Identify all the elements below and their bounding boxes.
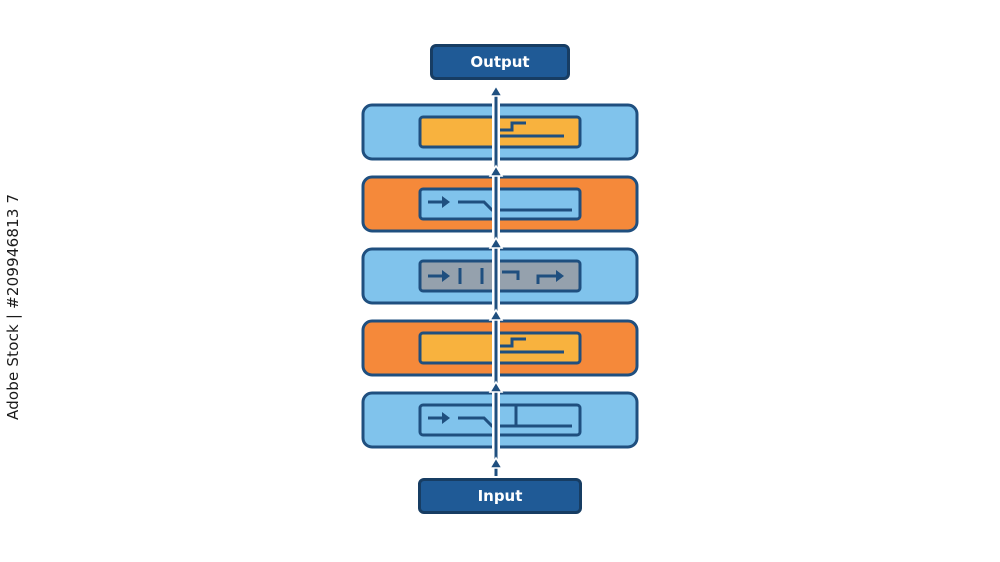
merge-icon (496, 121, 564, 138)
output-box: Output (430, 44, 570, 80)
up-arrow-head-6 (488, 456, 504, 469)
arrow-head (442, 270, 450, 282)
up-arrow-head-3 (488, 236, 504, 249)
right-arrow-head (556, 270, 564, 282)
double-arrow-icon (428, 268, 564, 284)
stock-watermark: Adobe Stock | #209946813 7 (4, 193, 22, 420)
merge-icon (496, 337, 564, 354)
up-arrow-head-4 (488, 308, 504, 321)
arrow-branch-icon (428, 196, 572, 212)
up-arrow-head-2 (488, 164, 504, 177)
branch-path (458, 416, 572, 428)
input-box: Input (418, 478, 582, 514)
input-label: Input (477, 487, 523, 505)
merge-path (496, 121, 526, 132)
arrow-branch-icon (428, 406, 572, 428)
up-arrow-head-5 (488, 380, 504, 393)
separator-lines (458, 268, 484, 284)
arrow-head (442, 412, 450, 424)
arrow-head (442, 196, 450, 208)
branch-path (458, 200, 572, 212)
up-arrow-head-1 (488, 84, 504, 97)
output-label: Output (470, 53, 530, 71)
right-arrow-shaft (536, 274, 562, 284)
merge-path (496, 337, 526, 348)
step-path (502, 270, 520, 280)
